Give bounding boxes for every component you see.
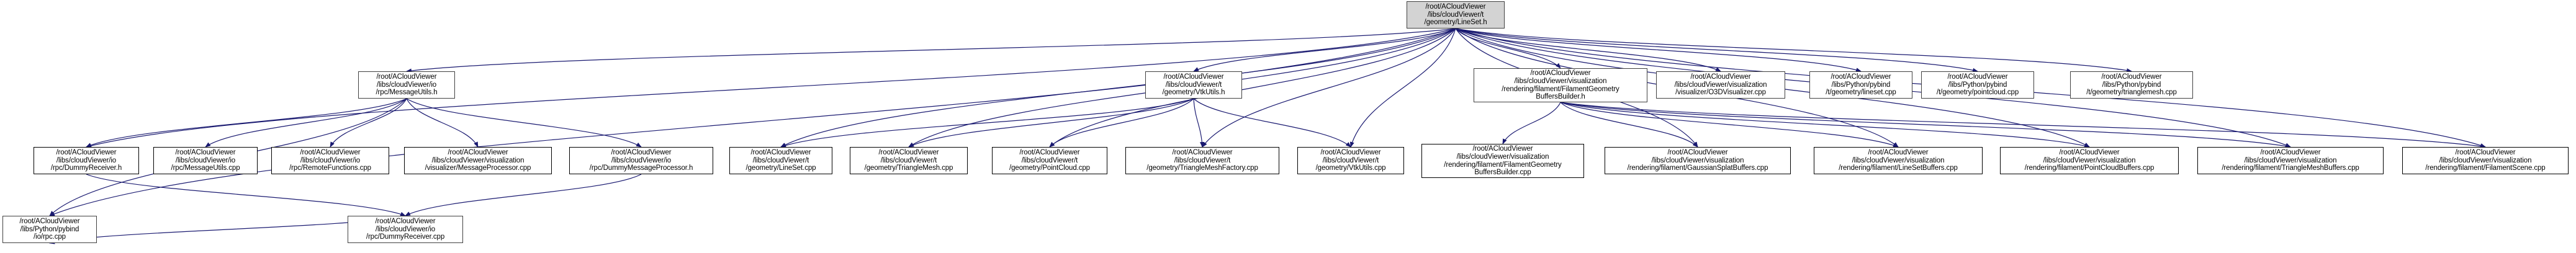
graph-edge [1193,98,1351,148]
graph-node-label: /root/ACloudViewer /libs/cloudViewer/t /… [745,149,816,172]
graph-node-label: /root/ACloudViewer /libs/cloudViewer/io … [589,149,693,172]
graph-node[interactable]: /root/ACloudViewer /libs/cloudViewer/vis… [1605,147,1791,174]
graph-node[interactable]: /root/ACloudViewer /libs/cloudViewer/vis… [404,147,552,174]
graph-node[interactable]: /root/ACloudViewer /libs/cloudViewer/io … [271,147,389,174]
graph-node[interactable]: /root/ACloudViewer /libs/cloudViewer/t /… [1145,71,1242,99]
graph-node[interactable]: /root/ACloudViewer /libs/cloudViewer/vis… [2197,147,2384,174]
graph-node[interactable]: /root/ACloudViewer /libs/cloudViewer/io … [34,147,139,174]
graph-edge [1502,102,1561,144]
graph-node-label: /root/ACloudViewer /libs/cloudViewer/t /… [1315,149,1386,172]
graph-node[interactable]: /root/ACloudViewer /libs/cloudViewer/io … [358,71,455,99]
graph-node-label: /root/ACloudViewer /libs/cloudViewer/io … [366,218,445,241]
graph-edge [1455,28,1862,72]
graph-node[interactable]: /root/ACloudViewer /libs/cloudViewer/vis… [1656,71,1785,99]
graph-node[interactable]: /root/ACloudViewer /libs/cloudViewer/io … [153,147,258,174]
graph-node[interactable]: /root/ACloudViewer /libs/Python/pybind /… [1921,71,2034,99]
graph-node-label: /root/ACloudViewer /libs/Python/pybind /… [1936,73,2019,97]
graph-edge [86,28,1456,148]
graph-node[interactable]: /root/ACloudViewer /libs/cloudViewer/vis… [1474,68,1647,102]
graph-node[interactable]: /root/ACloudViewer /libs/cloudViewer/vis… [1814,147,1983,174]
graph-edge [1560,102,2486,149]
graph-node-label: /root/ACloudViewer /libs/cloudViewer/io … [50,149,122,172]
graph-node[interactable]: /root/ACloudViewer /libs/cloudViewer/t /… [850,147,968,174]
graph-node-label: /root/ACloudViewer /libs/Python/pybind /… [2086,73,2177,97]
graph-edge [49,28,1456,216]
graph-node[interactable]: /root/ACloudViewer /libs/Python/pybind /… [2070,71,2193,99]
graph-node[interactable]: /root/ACloudViewer /libs/cloudViewer/t /… [1125,147,1279,174]
graph-edge [908,98,1194,148]
graph-edge [1560,102,1899,148]
graph-node-label: /root/ACloudViewer /libs/cloudViewer/io … [376,73,438,97]
graph-node-label: /root/ACloudViewer /libs/cloudViewer/t /… [1146,149,1258,172]
graph-node-label: /root/ACloudViewer /libs/cloudViewer/vis… [1444,145,1562,177]
graph-node-label: /root/ACloudViewer /libs/cloudViewer/io … [171,149,240,172]
graph-node-label: /root/ACloudViewer /libs/cloudViewer/vis… [425,149,531,172]
graph-node-label: /root/ACloudViewer /libs/cloudViewer/t /… [1009,149,1090,172]
graph-edge [1349,28,1456,148]
graph-edge [205,98,407,148]
graph-node-label: /root/ACloudViewer /libs/cloudViewer/vis… [1674,73,1767,97]
graph-edge [406,98,479,148]
graph-edge [1560,102,2291,149]
graph-node-label: /root/ACloudViewer /libs/cloudViewer/vis… [2024,149,2155,172]
graph-edge [1455,28,1721,72]
graph-edge [1049,28,1456,148]
graph-node-label: /root/ACloudViewer /libs/cloudViewer/t /… [1162,73,1225,97]
graph-edge [406,28,1456,73]
graph-edge [780,98,1194,148]
graph-node[interactable]: /root/ACloudViewer /libs/cloudViewer/vis… [2000,147,2179,174]
graph-node[interactable]: /root/ACloudViewer /libs/cloudViewer/t /… [729,147,832,174]
graph-node-label: /root/ACloudViewer /libs/cloudViewer/t /… [864,149,953,172]
graph-edge [330,98,407,148]
graph-node[interactable]: /root/ACloudViewer /libs/Python/pybind /… [1809,71,1912,99]
graph-node[interactable]: /root/ACloudViewer /libs/Python/pybind /… [2,216,97,243]
graph-node[interactable]: /root/ACloudViewer /libs/cloudViewer/vis… [1421,144,1584,178]
graph-edge [86,174,406,216]
graph-edge [405,174,642,216]
graph-node-root[interactable]: /root/ACloudViewer /libs/cloudViewer/t /… [1407,1,1505,29]
graph-node-label: /root/ACloudViewer /libs/cloudViewer/vis… [1839,149,1958,172]
graph-node-label: /root/ACloudViewer /libs/cloudViewer/t /… [1424,3,1487,27]
graph-edge [1560,102,2090,148]
graph-edge [406,98,642,148]
graph-node[interactable]: /root/ACloudViewer /libs/cloudViewer/t /… [992,147,1107,174]
graph-node[interactable]: /root/ACloudViewer /libs/cloudViewer/io … [348,216,463,243]
graph-node[interactable]: /root/ACloudViewer /libs/cloudViewer/io … [569,147,713,174]
graph-edge [1560,102,1698,148]
graph-node[interactable]: /root/ACloudViewer /libs/cloudViewer/vis… [2402,147,2569,174]
graph-node-label: /root/ACloudViewer /libs/cloudViewer/vis… [2425,149,2546,172]
graph-node[interactable]: /root/ACloudViewer /libs/cloudViewer/t /… [1297,147,1404,174]
graph-edge [86,98,407,148]
graph-node-label: /root/ACloudViewer /libs/Python/pybind /… [1826,73,1896,97]
graph-edge [1193,28,1456,72]
graph-edge [1455,28,1561,69]
graph-node-label: /root/ACloudViewer /libs/cloudViewer/vis… [2222,149,2359,172]
graph-edge [780,28,1456,148]
graph-node-label: /root/ACloudViewer /libs/Python/pybind /… [19,218,80,241]
graph-node-label: /root/ACloudViewer /libs/cloudViewer/vis… [1627,149,1768,172]
graph-edge [1193,98,1205,148]
graph-edge [1455,28,2132,73]
graph-edge [1455,28,1978,73]
graph-node-label: /root/ACloudViewer /libs/cloudViewer/io … [289,149,371,172]
graph-edge [1049,98,1194,148]
graph-node-label: /root/ACloudViewer /libs/cloudViewer/vis… [1502,69,1619,101]
